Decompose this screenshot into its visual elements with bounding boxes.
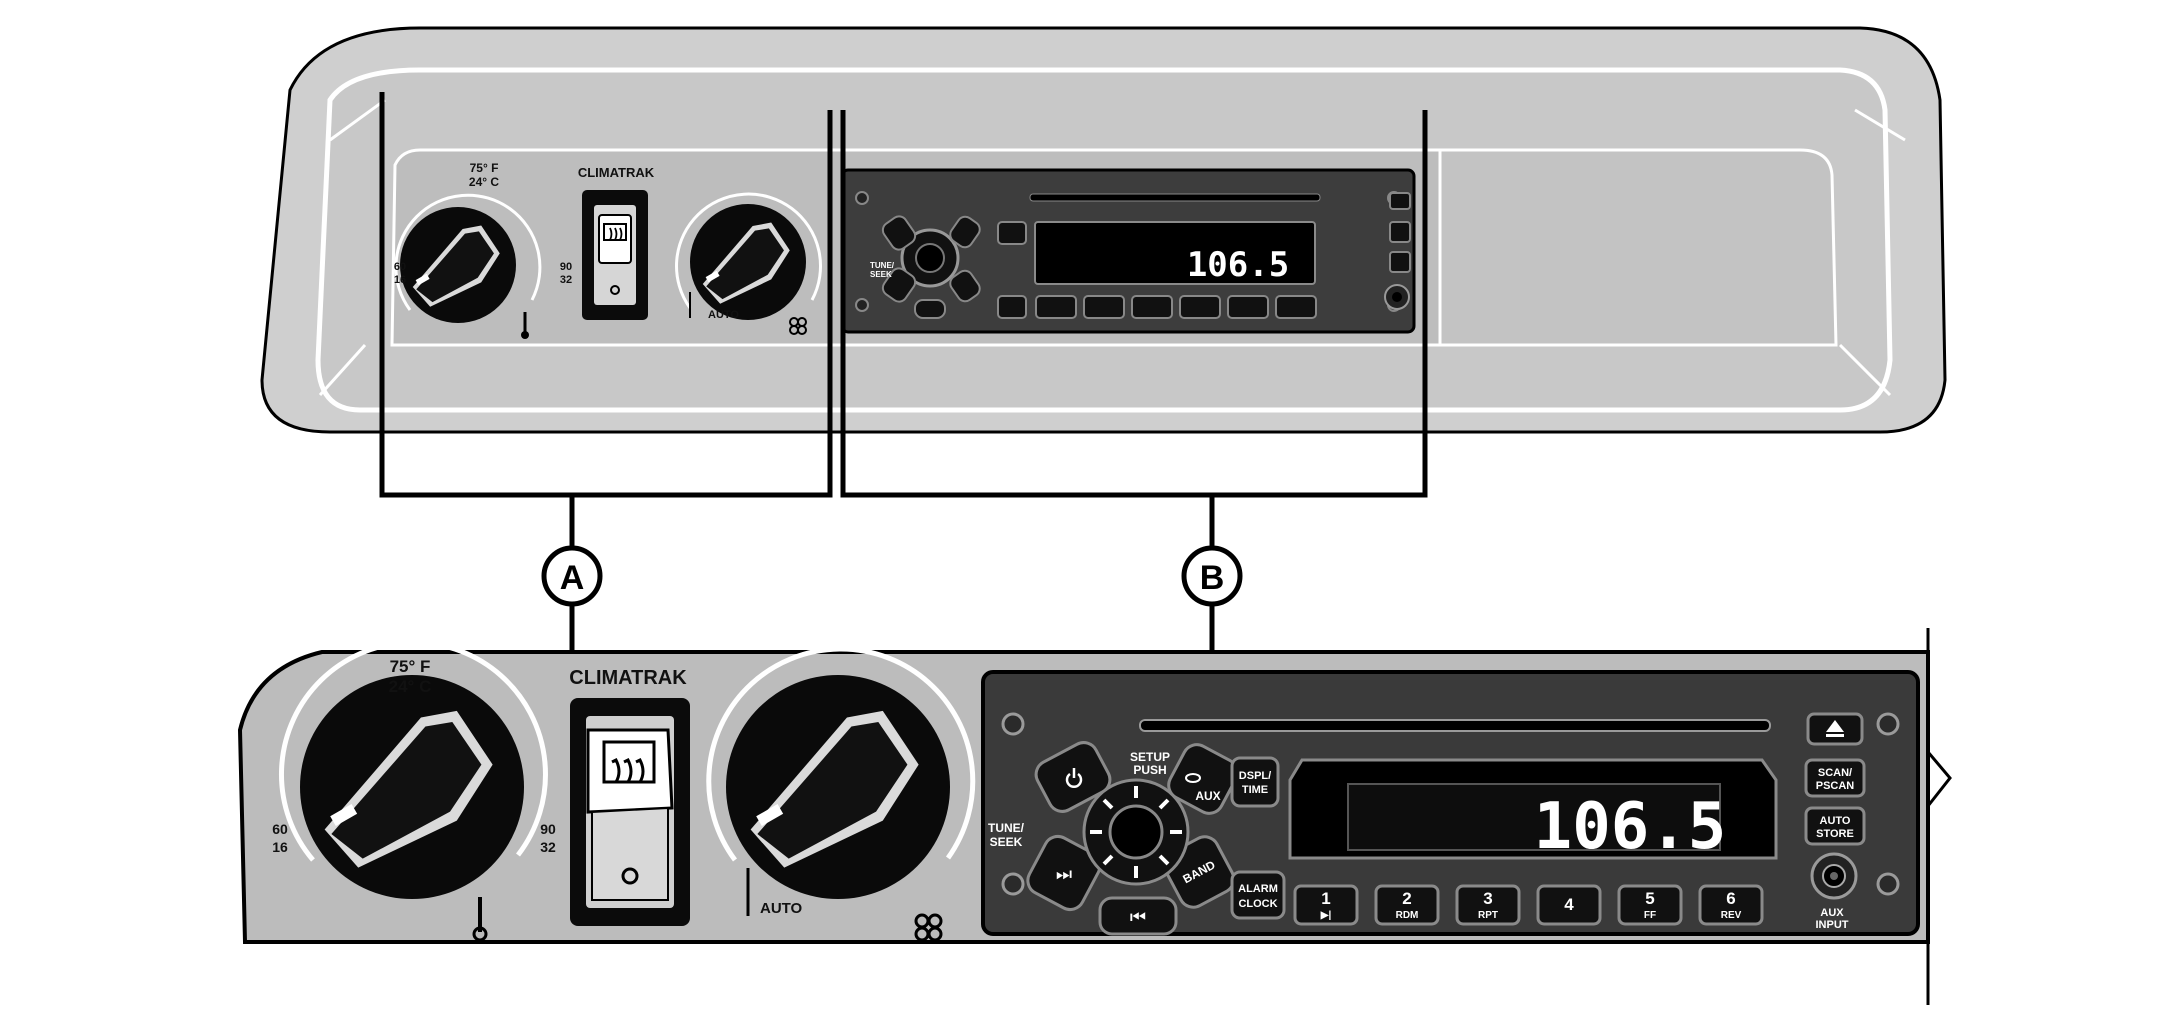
preset-number: 3 [1483,889,1492,908]
power-button[interactable] [1031,738,1115,817]
small-low-f: 60 [394,261,406,273]
preset-number: 5 [1645,889,1654,908]
preset-sub: RDM [1396,910,1419,921]
previous-track-button[interactable]: ⏮ [1098,896,1178,936]
preset-sub: FF [1644,910,1656,921]
alarm-clock-button[interactable]: ALARM CLOCK [1230,870,1286,920]
aux-label: AUX [1195,789,1220,803]
radio-screws [1001,712,1900,896]
small-radio: 106.5 TUNE/ SEEK [840,168,1416,334]
radio-unit: 106.5 SETUP PUSH TUNE/ SEEK ⏭ [981,670,1920,936]
fan-icon [914,913,943,942]
next-track-icon: ⏭ [1056,864,1072,884]
scan-pscan-button[interactable]: SCAN/ PSCAN [1804,758,1866,798]
callout-b: B [1181,545,1243,607]
defrost-switch[interactable] [570,698,690,926]
high-temp-c: 32 [540,839,556,855]
small-temp-c: 24° C [469,175,499,189]
tune-label: TUNE/ [988,821,1025,835]
auto-label: AUTO [760,900,803,917]
small-auto-label: AUTO [708,309,739,321]
preset-button-6[interactable]: 6 REV [1698,884,1764,926]
preset-button-5[interactable]: 5 FF [1617,884,1683,926]
pscan-label: PSCAN [1816,780,1855,792]
previous-track-icon: ⏮ [1130,907,1146,927]
callout-brackets [379,92,1428,652]
small-frequency-display: 106.5 [1187,245,1289,285]
small-thermometer-icon [521,312,529,339]
auto-store-button[interactable]: AUTO STORE [1804,806,1866,846]
preset-number: 6 [1726,889,1735,908]
svg-text:SEEK: SEEK [870,270,892,279]
aux-input-label-1: AUX [1820,907,1844,919]
small-defrost-switch[interactable] [582,190,648,320]
preset-sub: REV [1721,910,1742,921]
setup-label: SETUP [1130,750,1170,764]
preset-number: 2 [1402,889,1411,908]
push-label: PUSH [1133,763,1166,777]
dash-pocket-right [1438,148,1838,347]
fan-speed-knob[interactable] [706,646,976,899]
preset-sub: ▶| [1320,910,1332,921]
eject-button[interactable] [1806,712,1864,746]
callout-a: A [541,545,603,607]
frequency-display: 106.5 [1534,790,1727,864]
small-temp-f: 75° F [470,161,499,175]
clock-label: CLOCK [1238,898,1277,910]
small-fan-icon [789,317,807,335]
top-overview: 75° F 24° C 60 16 90 32 CLIMATRAK [260,26,1947,434]
small-temp-knob [400,207,516,323]
preset-button-1[interactable]: 1 ▶| [1293,884,1359,926]
small-tune-seek: TUNE/ [870,261,895,270]
callout-a-label: A [560,559,585,597]
small-fan-knob [690,204,806,320]
small-low-c: 16 [394,274,406,286]
aux-button[interactable]: AUX [1164,740,1242,818]
temp-label-c: 24° C [389,677,432,696]
small-defrost-icon [603,223,627,241]
display-area: 106.5 [1288,758,1778,864]
small-climate-panel: 75° F 24° C 60 16 90 32 CLIMATRAK [394,161,823,339]
temperature-knob[interactable] [278,639,548,899]
high-temp-f: 90 [540,821,556,837]
next-track-button[interactable]: ⏭ [1023,832,1105,915]
low-temp-f: 60 [272,821,288,837]
small-high-c: 32 [560,274,572,286]
preset-button-4[interactable]: 4 [1536,884,1602,926]
small-high-f: 90 [560,261,572,273]
dspl-time-button[interactable]: DSPL/ TIME [1230,756,1280,808]
dspl-label: DSPL/ [1239,770,1271,782]
detail-panel: 75° F 24° C 60 16 90 32 CLIMATRAK [237,628,1952,1005]
preset-sub: RPT [1478,910,1498,921]
thermometer-icon [472,897,488,942]
eject-icon [1826,720,1844,737]
small-brand: CLIMATRAK [578,165,655,180]
cd-slot [1139,719,1771,732]
auto-store-label-2: STORE [1816,828,1854,840]
small-preset-buttons [1035,295,1317,319]
climatrak-brand: CLIMATRAK [569,667,687,689]
preset-number: 4 [1564,895,1574,914]
power-icon [1065,768,1083,788]
aux-input-label-2: INPUT [1816,919,1849,931]
seek-label: SEEK [990,835,1023,849]
preset-number: 1 [1321,889,1330,908]
scan-label: SCAN/ [1818,767,1852,779]
preset-button-2[interactable]: 2 RDM [1374,884,1440,926]
tune-dial[interactable] [1082,778,1190,886]
preset-button-3[interactable]: 3 RPT [1455,884,1521,926]
time-label: TIME [1242,784,1268,796]
callout-b-label: B [1200,559,1225,597]
auto-store-label-1: AUTO [1820,815,1851,827]
low-temp-c: 16 [272,839,288,855]
temp-label-f: 75° F [390,657,431,676]
preset-buttons: 1 ▶| 2 RDM 3 RPT 4 [1293,884,1764,926]
alarm-label: ALARM [1238,883,1278,895]
aux-input-jack[interactable] [1810,852,1858,900]
rear-defrost-icon [602,740,656,784]
